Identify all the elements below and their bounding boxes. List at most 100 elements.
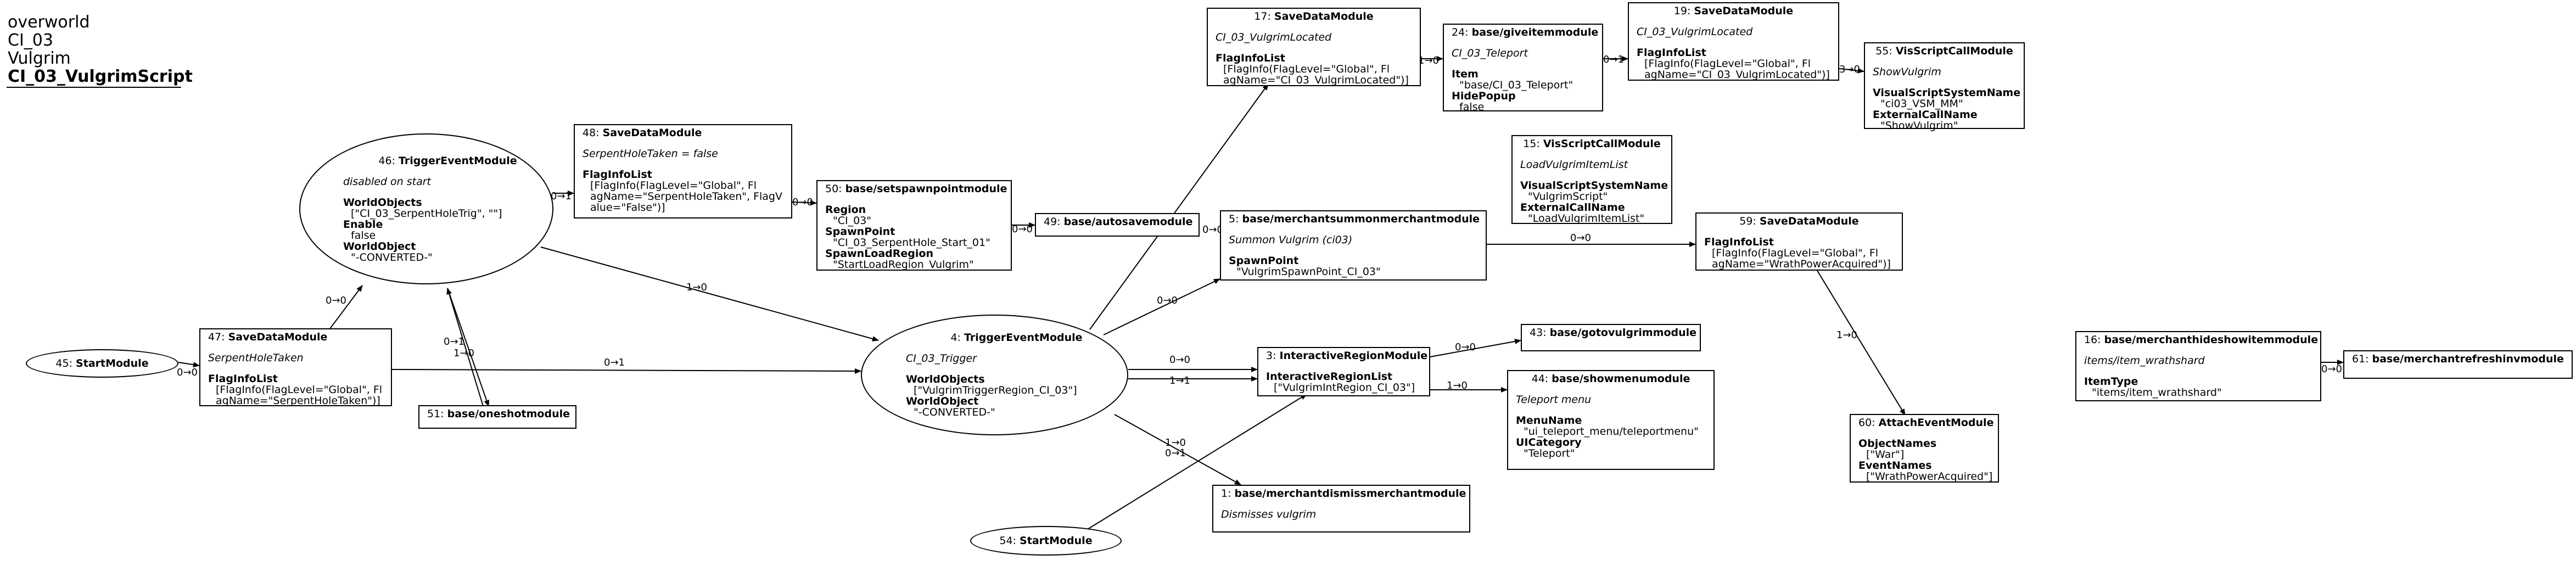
node-51-oneshot-module[interactable]: 51: base/oneshotmodule bbox=[418, 405, 576, 429]
node-3-interactiveregion-module[interactable]: 3: InteractiveRegionModule InteractiveRe… bbox=[1257, 347, 1430, 396]
node-name: base/setspawnpointmodule bbox=[845, 183, 1007, 195]
edge-46-4 bbox=[540, 246, 879, 341]
node-61-merchantrefreshinv-module[interactable]: 61: base/merchantrefreshinvmodule bbox=[2343, 350, 2573, 379]
edge-label-46-51-b: 1→0 bbox=[453, 348, 474, 359]
node-19-save-data-module[interactable]: 19: SaveDataModule CI_03_VulgrimLocated … bbox=[1628, 2, 1839, 81]
node-name: base/merchantdismissmerchantmodule bbox=[1234, 487, 1466, 500]
node-id: 54: bbox=[999, 535, 1016, 547]
node-id: 50: bbox=[825, 183, 842, 195]
node-subtitle: Teleport menu bbox=[1516, 394, 1592, 406]
node-48-save-data-module[interactable]: 48: SaveDataModule SerpentHoleTaken = fa… bbox=[574, 124, 792, 218]
field-label: FlagInfoList bbox=[1216, 52, 1285, 64]
field-value: "items/item_wrathshard" bbox=[2092, 386, 2222, 399]
node-name: TriggerEventModule bbox=[399, 154, 517, 167]
field-value: false bbox=[1459, 101, 1485, 113]
field-value: "-CONVERTED-" bbox=[914, 406, 995, 418]
field-label: Item bbox=[1452, 68, 1479, 80]
node-subtitle: LoadVulgrimItemList bbox=[1520, 159, 1628, 171]
edge-label-4-3-b: 1→1 bbox=[1169, 375, 1190, 386]
node-subtitle: SerpentHoleTaken bbox=[208, 352, 304, 364]
edge-51-46 bbox=[446, 288, 484, 407]
field-value: "VulgrimScript" bbox=[1528, 190, 1608, 203]
node-id: 43: bbox=[1530, 327, 1547, 339]
node-id: 19: bbox=[1673, 5, 1691, 17]
node-id: 55: bbox=[1875, 45, 1892, 57]
node-id: 5: bbox=[1229, 213, 1239, 225]
node-subtitle: Summon Vulgrim (ci03) bbox=[1229, 234, 1353, 246]
field-label: FlagInfoList bbox=[208, 373, 278, 385]
node-55-visscriptcall-module[interactable]: 55: VisScriptCallModule ShowVulgrim Visu… bbox=[1864, 42, 2025, 131]
node-id: 59: bbox=[1739, 215, 1756, 227]
field-value: "VulgrimSpawnPoint_CI_03" bbox=[1236, 266, 1381, 278]
field-value: ["WrathPowerAcquired"] bbox=[1866, 470, 1993, 483]
field-value: [FlagInfo(FlagLevel="Global", Fl bbox=[216, 384, 383, 396]
field-label: SpawnLoadRegion bbox=[825, 248, 933, 260]
edge-label-46-4: 1→0 bbox=[686, 282, 707, 293]
node-46-trigger-event-module[interactable]: 46: TriggerEventModule disabled on start… bbox=[299, 133, 553, 284]
node-id: 47: bbox=[208, 331, 225, 343]
edge-label-46-51-a: 0→1 bbox=[444, 336, 464, 348]
node-name: VisScriptCallModule bbox=[1895, 45, 2013, 57]
node-15-visscriptcall-module[interactable]: 15: VisScriptCallModule LoadVulgrimItemL… bbox=[1511, 135, 1672, 224]
node-44-showmenu-module[interactable]: 44: base/showmenumodule Teleport menu Me… bbox=[1507, 370, 1715, 470]
field-value: agName="CI_03_VulgrimLocated")] bbox=[1644, 69, 1830, 81]
edge-label-47-4: 0→1 bbox=[604, 357, 625, 368]
node-name: StartModule bbox=[76, 357, 149, 369]
node-id: 15: bbox=[1523, 138, 1540, 150]
node-name: base/giveitemmodule bbox=[1471, 26, 1599, 38]
node-4-trigger-event-module[interactable]: 4: TriggerEventModule CI_03_Trigger Worl… bbox=[861, 315, 1128, 435]
field-label: VisualScriptSystemName bbox=[1520, 180, 1668, 192]
edge-label-4-1: 1→0 bbox=[1165, 437, 1186, 449]
field-label: FlagInfoList bbox=[1704, 236, 1774, 248]
edge-4-1 bbox=[1114, 414, 1241, 485]
field-label: MenuName bbox=[1516, 414, 1582, 427]
node-45-start-module[interactable]: 45: StartModule bbox=[26, 349, 178, 378]
field-label: FlagInfoList bbox=[583, 169, 652, 181]
field-value: agName="SerpentHoleTaken")] bbox=[216, 395, 380, 407]
edge-54-3 bbox=[1073, 394, 1307, 539]
node-5-merchantsummon-module[interactable]: 5: base/merchantsummonmerchantmodule Sum… bbox=[1220, 210, 1487, 281]
node-id: 16: bbox=[2084, 334, 2101, 346]
node-16-merchanthideshowitem-module[interactable]: 16: base/merchanthideshowitemmodule item… bbox=[2075, 331, 2321, 401]
node-subtitle: SerpentHoleTaken = false bbox=[583, 148, 718, 160]
field-label: SpawnPoint bbox=[1229, 255, 1299, 267]
edge-label-4-17: 0→0 bbox=[1202, 224, 1223, 236]
field-label: FlagInfoList bbox=[1637, 47, 1706, 59]
field-value: "ci03_VSM_MM" bbox=[1880, 98, 1963, 110]
graph-header: overworld CI_03 Vulgrim CI_03_VulgrimScr… bbox=[8, 13, 193, 86]
node-name: AttachEventModule bbox=[1878, 417, 1994, 429]
node-54-start-module[interactable]: 54: StartModule bbox=[970, 526, 1122, 556]
node-1-merchantdismiss-module[interactable]: 1: base/merchantdismissmerchantmodule Di… bbox=[1212, 485, 1470, 533]
node-id: 3: bbox=[1266, 350, 1276, 362]
node-50-setspawnpoint-module[interactable]: 50: base/setspawnpointmodule Region "CI_… bbox=[816, 180, 1012, 271]
node-subtitle: disabled on start bbox=[343, 175, 431, 188]
node-name: base/showmenumodule bbox=[1552, 373, 1690, 385]
node-17-save-data-module[interactable]: 17: SaveDataModule CI_03_VulgrimLocated … bbox=[1207, 8, 1421, 86]
node-id: 45: bbox=[55, 357, 72, 369]
node-49-autosave-module[interactable]: 49: base/autosavemodule bbox=[1035, 213, 1200, 237]
node-43-gotovulgrim-module[interactable]: 43: base/gotovulgrimmodule bbox=[1521, 324, 1701, 351]
edge-47-4 bbox=[391, 368, 861, 374]
node-59-save-data-module[interactable]: 59: SaveDataModule FlagInfoList [FlagInf… bbox=[1695, 212, 1903, 271]
header-level: overworld bbox=[8, 13, 90, 32]
field-value: "Teleport" bbox=[1524, 447, 1575, 459]
graph-title: CI_03_VulgrimScript bbox=[8, 67, 193, 86]
node-24-giveitem-module[interactable]: 24: base/giveitemmodule CI_03_Teleport I… bbox=[1443, 24, 1603, 113]
node-60-attachevent-module[interactable]: 60: AttachEventModule ObjectNames ["War"… bbox=[1850, 414, 1999, 483]
field-label: InteractiveRegionList bbox=[1266, 371, 1393, 383]
field-value: ["VulgrimTriggerRegion_CI_03"] bbox=[914, 384, 1077, 396]
field-value: "-CONVERTED-" bbox=[351, 251, 433, 264]
edge-label-59-60: 1→0 bbox=[1836, 329, 1857, 341]
field-value: false bbox=[351, 229, 376, 242]
field-label: EventNames bbox=[1858, 459, 1932, 472]
field-value: ["VulgrimIntRegion_CI_03"] bbox=[1274, 382, 1415, 394]
field-label: WorldObject bbox=[906, 395, 979, 407]
edge-label-4-5: 0→0 bbox=[1157, 295, 1178, 306]
node-47-save-data-module[interactable]: 47: SaveDataModule SerpentHoleTaken Flag… bbox=[199, 328, 392, 406]
edge-label-4-3-a: 0→0 bbox=[1169, 354, 1190, 366]
edge-48-50 bbox=[792, 200, 817, 206]
edge-label-3-43: 0→0 bbox=[1455, 341, 1476, 353]
edge-label-54-3: 0→1 bbox=[1165, 447, 1186, 459]
node-name: VisScriptCallModule bbox=[1543, 138, 1661, 150]
field-value: [FlagInfo(FlagLevel="Global", Fl bbox=[590, 180, 757, 192]
